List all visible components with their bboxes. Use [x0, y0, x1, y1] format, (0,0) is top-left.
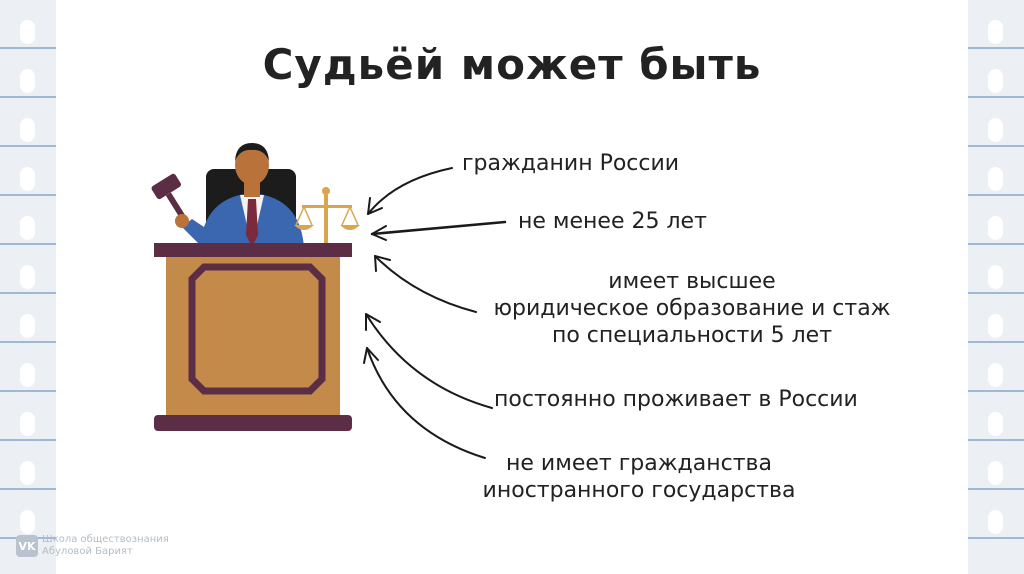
arrow-3 — [374, 255, 477, 313]
watermark: VK Школа обществознания Абуловой Барият — [16, 534, 169, 558]
requirement-line: постоянно проживает в России — [494, 387, 858, 412]
watermark-line: Абуловой Барият — [42, 546, 133, 557]
requirement-residence: постоянно проживает в России — [494, 386, 858, 413]
arrow-2 — [370, 220, 507, 236]
notebook-hole — [20, 412, 35, 436]
notebook-hole — [988, 412, 1003, 436]
notebook-strip-right — [968, 0, 1024, 574]
notebook-hole — [988, 265, 1003, 289]
notebook-hole — [20, 314, 35, 338]
notebook-hole — [20, 69, 35, 93]
requirement-line: имеет высшее — [608, 269, 776, 294]
notebook-hole — [20, 461, 35, 485]
requirement-line: не менее 25 лет — [518, 209, 707, 234]
requirement-line: гражданин России — [462, 151, 680, 176]
notebook-hole — [988, 216, 1003, 240]
notebook-hole — [988, 510, 1003, 534]
notebook-hole — [988, 314, 1003, 338]
vk-logo-icon: VK — [16, 535, 38, 557]
requirement-citizen: гражданин России — [462, 150, 679, 177]
notebook-hole — [988, 167, 1003, 191]
notebook-hole — [20, 118, 35, 142]
slide-title: Судьёй может быть — [262, 40, 762, 89]
watermark-line: Школа обществознания — [42, 534, 169, 545]
requirement-education: имеет высшее юридическое образование и с… — [474, 268, 910, 349]
arrow-4 — [365, 313, 493, 409]
arrow-5 — [366, 347, 486, 459]
notebook-hole — [20, 510, 35, 534]
notebook-hole — [988, 118, 1003, 142]
watermark-text: Школа обществознания Абуловой Барият — [42, 534, 169, 558]
notebook-hole — [20, 363, 35, 387]
notebook-hole — [988, 20, 1003, 44]
requirement-line: иностранного государства — [482, 478, 796, 503]
notebook-hole — [988, 69, 1003, 93]
arrow-1 — [367, 167, 453, 215]
requirement-age: не менее 25 лет — [518, 208, 707, 235]
judge-icon — [151, 143, 360, 431]
requirement-line: по специальности 5 лет — [551, 323, 833, 348]
notebook-hole — [20, 216, 35, 240]
notebook-hole — [988, 461, 1003, 485]
notebook-hole — [20, 265, 35, 289]
requirement-line: не имеет гражданства — [506, 451, 772, 476]
notebook-strip-left — [0, 0, 56, 574]
requirement-line: юридическое образование и стаж — [493, 296, 891, 321]
notebook-hole — [20, 167, 35, 191]
requirement-no-foreign-citizenship: не имеет гражданства иностранного госуда… — [468, 450, 810, 504]
notebook-hole — [988, 363, 1003, 387]
notebook-hole — [20, 20, 35, 44]
